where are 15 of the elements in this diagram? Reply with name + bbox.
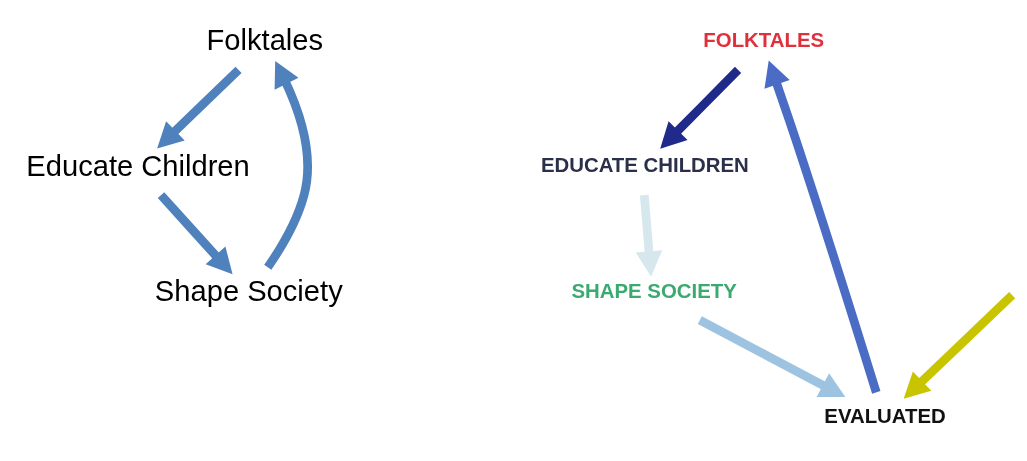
node-text: Folktales	[206, 23, 324, 56]
node-text: Shape Society	[154, 274, 343, 307]
arrow	[764, 59, 881, 394]
node-text: EVALUATED	[824, 404, 946, 427]
arrow	[157, 66, 242, 148]
arrow	[264, 60, 312, 270]
arrow	[635, 194, 663, 277]
node-text: EDUCATE CHILDREN	[540, 153, 749, 176]
arrow	[660, 66, 742, 149]
arrow	[157, 191, 233, 274]
arrow	[697, 315, 846, 397]
node-text: FOLKTALES	[703, 28, 825, 51]
node-text: Educate Children	[26, 149, 250, 182]
arrow	[903, 291, 1016, 399]
node-text: SHAPE SOCIETY	[571, 279, 737, 302]
